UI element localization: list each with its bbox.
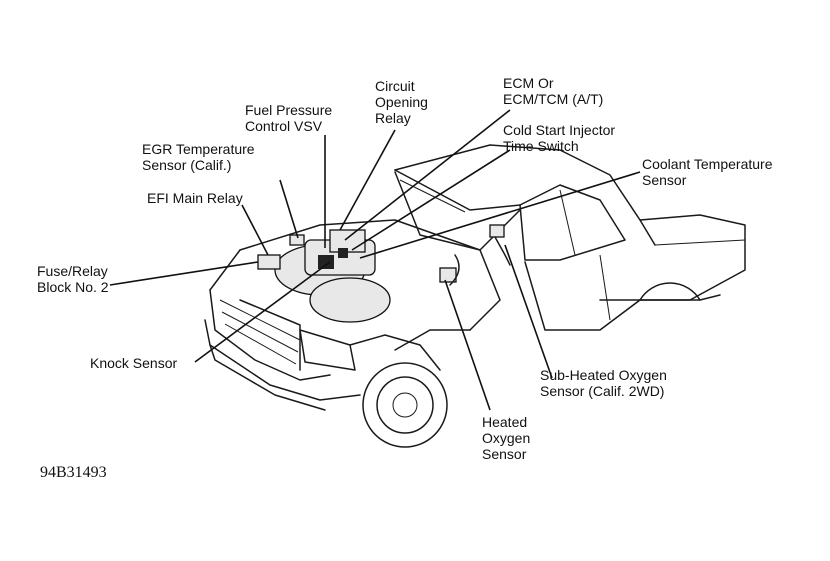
heated-oxygen-unit [439,267,457,283]
leader-fuse-relay-block [109,261,259,286]
label-knock-sensor: Knock Sensor [90,355,178,371]
label-circuit-opening-relay: Circuit Opening Relay [375,78,428,126]
label-sub-heated-o2: Sub-Heated Oxygen Sensor (Calif. 2WD) [540,367,667,399]
leader-knock-sensor [194,261,331,363]
relay-cluster [338,248,348,258]
leader-egr-temp-sensor [279,179,299,239]
sub-oxygen-unit [489,224,505,238]
label-efi-main-relay: EFI Main Relay [147,190,243,206]
leader-cold-start-switch [351,149,511,251]
leader-ecm [344,109,511,241]
label-fuel-pressure-vsv: Fuel Pressure Control VSV [245,102,333,134]
figure-code: 94B31493 [40,464,107,481]
label-coolant-temp-sensor: Coolant Temperature Sensor [642,156,773,188]
label-egr-temp-sensor: EGR Temperature Sensor (Calif.) [142,141,255,173]
leader-lines [109,109,641,411]
sensor-cluster [318,255,334,269]
engine-bay [257,224,511,323]
label-fuse-relay-block: Fuse/Relay Block No. 2 [37,263,109,295]
truck-body [204,144,746,448]
leader-coolant-temp-sensor [359,171,641,259]
leader-efi-main-relay [241,204,269,256]
leader-circuit-opening-relay [339,129,396,231]
label-ecm: ECM Or ECM/TCM (A/T) [503,75,604,107]
leader-sub-heated-o2 [504,244,553,379]
fuse-block [257,254,281,270]
label-cold-start-switch: Cold Start Injector Time Switch [503,122,616,154]
label-heated-o2: Heated Oxygen Sensor [482,414,531,462]
engine-block [309,277,391,323]
leader-heated-o2 [444,279,491,411]
